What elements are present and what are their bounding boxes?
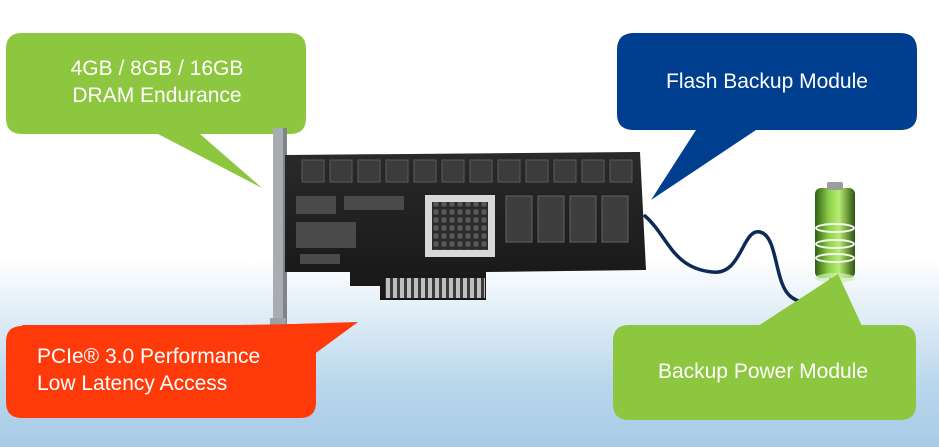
power-callout (613, 274, 916, 420)
pcie-line-2: Low Latency Access (37, 372, 228, 395)
flash-callout-text: Flash Backup Module (617, 68, 917, 95)
power-line-1: Backup Power Module (657, 360, 869, 383)
card-bracket (270, 128, 287, 328)
backup-battery-icon (815, 182, 855, 283)
dram-callout-text: 4GB / 8GB / 16GB DRAM Endurance (8, 55, 306, 109)
pcie-card-photo (285, 152, 646, 300)
dram-callout (6, 33, 306, 188)
flash-line-1: Flash Backup Module (666, 70, 868, 93)
pcie-callout (6, 322, 358, 418)
dram-line-2: DRAM Endurance (72, 84, 242, 107)
flash-callout (617, 33, 917, 200)
pcie-line-1: PCIe® 3.0 Performance (37, 345, 261, 368)
backup-cable (643, 214, 834, 304)
pcie-callout-text: PCIe® 3.0 Performance Low Latency Access (37, 343, 337, 397)
power-callout-text: Backup Power Module (613, 358, 913, 385)
dram-line-1: 4GB / 8GB / 16GB (70, 57, 244, 80)
